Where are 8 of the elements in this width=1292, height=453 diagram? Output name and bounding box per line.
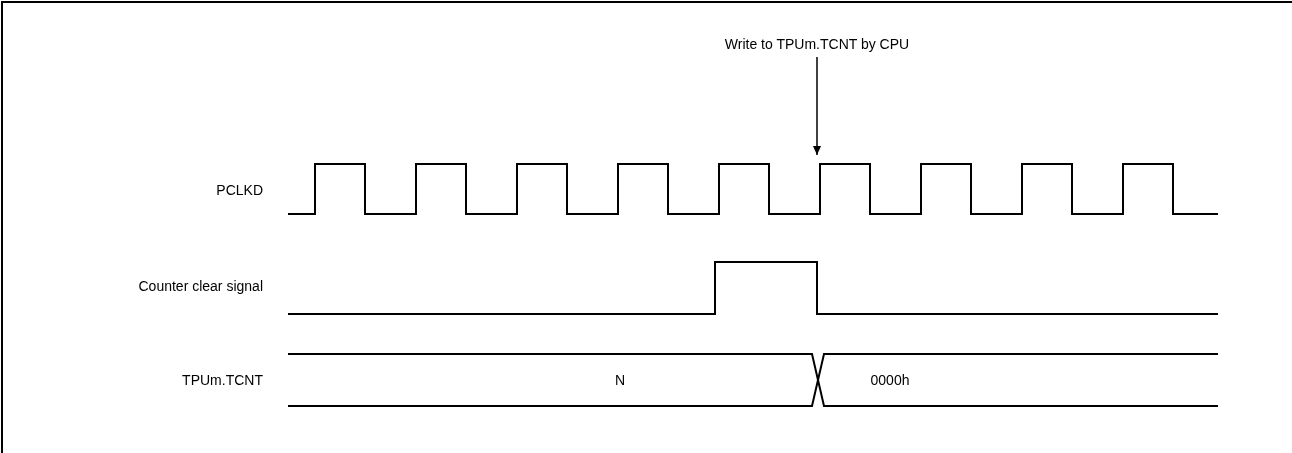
signal-name: PCLKD	[215, 181, 263, 199]
signal-name: Counter clear signal	[137, 277, 263, 295]
arrow	[813, 56, 821, 156]
signal-name: TPUm.TCNT	[181, 371, 263, 389]
annotation-text: Write to TPUm.TCNT by CPU	[660, 34, 974, 54]
bus-value: 0000h	[869, 371, 911, 389]
clock-waveform	[287, 163, 1219, 215]
bus-value: N	[613, 371, 627, 389]
